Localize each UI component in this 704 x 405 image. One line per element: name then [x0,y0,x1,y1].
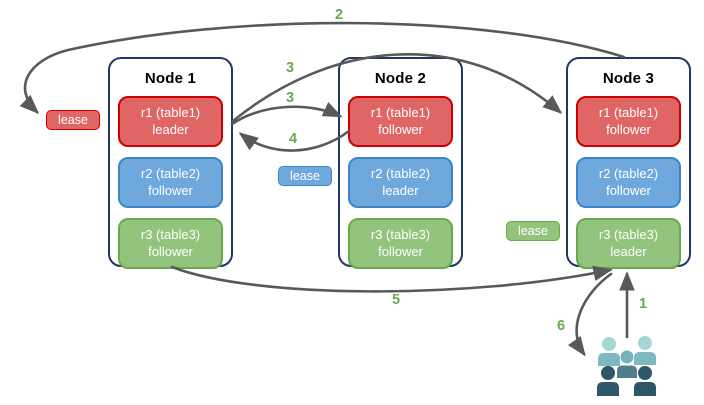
node1-replica-r1-table1: r1 (table1) leader [118,96,223,147]
arrow-step-5 [170,265,613,293]
node-3-title: Node 3 [602,70,655,87]
lease-tag-blue: lease [278,166,332,186]
node-card-3: Node 3 r1 (table1) follower r2 (table2) … [566,57,691,269]
node3-replica-r3-table3: r3 (table3) leader [576,218,681,269]
node1-replica-r3-table3: r3 (table3) follower [118,218,223,269]
step-label-6: 6 [556,318,566,334]
step-label-5: 5 [391,292,401,308]
replica-role: leader [152,121,189,137]
step-label-2: 2 [334,7,344,23]
replica-role: follower [378,243,423,259]
replica-role: follower [606,121,651,137]
node-2-title: Node 2 [374,70,427,87]
replica-name: r1 (table1) [140,104,201,120]
node-card-1: Node 1 r1 (table1) leader r2 (table2) fo… [108,57,233,269]
replica-role: follower [606,182,651,198]
replica-role: leader [610,243,647,259]
arrow-step-6 [567,272,613,357]
users-group-icon [597,336,656,396]
replica-name: r3 (table3) [598,226,659,242]
node-1-title: Node 1 [144,70,197,87]
step-label-4: 4 [288,131,298,147]
node3-replica-r1-table1: r1 (table1) follower [576,96,681,147]
node2-replica-r1-table1: r1 (table1) follower [348,96,453,147]
replica-role: follower [148,243,193,259]
node2-replica-r2-table2: r2 (table2) leader [348,157,453,208]
replica-name: r1 (table1) [370,104,431,120]
node2-replica-r3-table3: r3 (table3) follower [348,218,453,269]
step-label-1: 1 [638,296,648,312]
replica-name: r2 (table2) [598,165,659,181]
step-label-3a: 3 [285,60,295,76]
replica-name: r2 (table2) [370,165,431,181]
node3-replica-r2-table2: r2 (table2) follower [576,157,681,208]
replica-name: r3 (table3) [370,226,431,242]
lease-tag-green: lease [506,221,560,241]
lease-tag-red: lease [46,110,100,130]
replica-role: follower [378,121,423,137]
node-card-2: Node 2 r1 (table1) follower r2 (table2) … [338,57,463,269]
replica-role: leader [382,182,419,198]
arrow-step-3-to-node2 [230,101,343,126]
node1-replica-r2-table2: r2 (table2) follower [118,157,223,208]
replica-name: r2 (table2) [140,165,201,181]
replica-role: follower [148,182,193,198]
replica-name: r3 (table3) [140,226,201,242]
step-label-3b: 3 [285,90,295,106]
replica-name: r1 (table1) [598,104,659,120]
